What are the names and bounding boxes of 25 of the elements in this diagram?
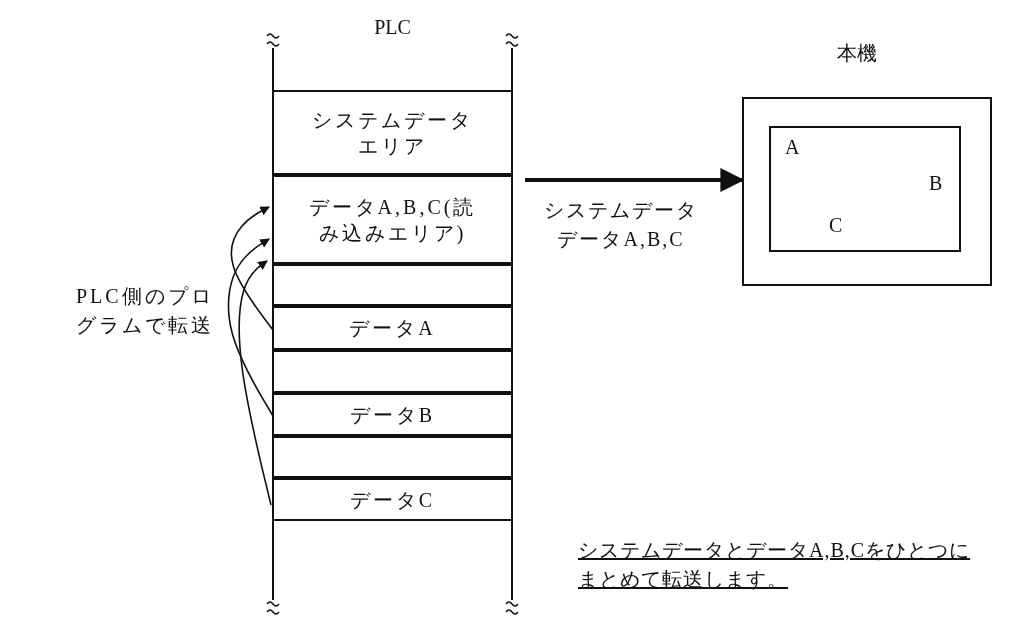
column-heading: PLC [373,15,412,40]
arrow [227,238,274,417]
device-heading: 本機 [836,41,878,66]
memory-area-box [273,393,512,436]
empty-memory-box [273,264,512,306]
arrow [525,168,745,192]
screen-box [769,126,961,252]
area-label: データC [348,487,437,513]
memory-area-box [273,478,512,521]
underlined-note: システムデータとデータA,B,Cをひとつにまとめて転送します。 [578,538,972,592]
memory-area-box [273,306,512,350]
empty-memory-box [273,436,512,478]
data-position-label: C [829,213,843,238]
area-label: データB [348,402,437,428]
arrow [230,206,274,331]
area-label: データA [348,316,437,341]
area-label: システムデータエリア [311,107,474,159]
memory-area-box [273,90,512,175]
empty-memory-box [273,350,512,393]
transfer-note: PLC側のプログラムで転送 [76,284,215,338]
area-label: データA,B,C(読み込みエリア) [307,194,478,246]
data-position-label: A [785,135,800,160]
data-position-label: B [929,171,943,196]
arrow [238,260,272,506]
memory-area-box [273,175,512,264]
